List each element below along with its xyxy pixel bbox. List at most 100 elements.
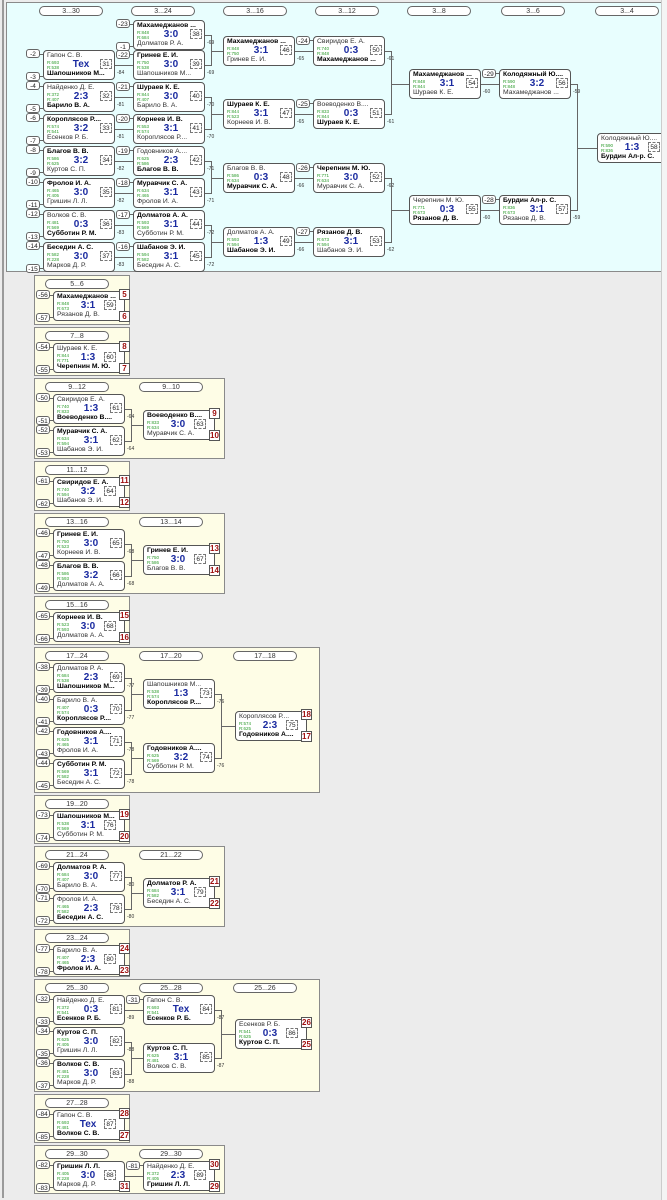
source-ref-1[interactable]: -17 (116, 210, 130, 219)
source-ref-2[interactable]: -39 (36, 685, 50, 694)
source-ref-1[interactable]: -8 (26, 145, 40, 154)
source-ref-2[interactable]: -11 (26, 200, 40, 209)
source-ref-1[interactable]: -40 (36, 694, 50, 703)
source-ref-2[interactable]: -13 (26, 232, 40, 241)
source-ref-1[interactable]: -31 (126, 995, 140, 1004)
source-ref-1[interactable]: -56 (36, 290, 50, 299)
source-ref-1[interactable]: -34 (36, 1026, 50, 1035)
source-ref-1[interactable]: -6 (26, 113, 40, 122)
source-ref-2[interactable]: -83 (36, 1183, 50, 1192)
source-ref-2[interactable]: -43 (36, 749, 50, 758)
source-ref-1[interactable]: -14 (26, 241, 40, 250)
source-ref-1[interactable]: -52 (36, 425, 50, 434)
source-ref-1[interactable]: -84 (36, 1109, 50, 1118)
source-ref-2[interactable]: -66 (36, 634, 50, 643)
source-ref-2[interactable]: -57 (36, 313, 50, 322)
source-ref-2[interactable]: -5 (26, 104, 40, 113)
source-ref-2[interactable]: -70 (36, 884, 50, 893)
source-ref-2[interactable]: -35 (36, 1049, 50, 1058)
source-ref-1[interactable]: -38 (36, 662, 50, 671)
source-ref-2[interactable]: -62 (36, 499, 50, 508)
source-ref-2[interactable]: -51 (36, 416, 50, 425)
source-ref-1[interactable]: -36 (36, 1058, 50, 1067)
source-ref-1[interactable]: -28 (482, 195, 496, 204)
source-ref-1[interactable]: -4 (26, 81, 40, 90)
source-ref-1[interactable]: -69 (36, 861, 50, 870)
source-ref-1[interactable]: -54 (36, 342, 50, 351)
source-ref-1[interactable]: -10 (26, 177, 40, 186)
source-ref-1[interactable]: -44 (36, 758, 50, 767)
source-ref-1[interactable]: -82 (36, 1160, 50, 1169)
source-ref-2[interactable]: -72 (36, 916, 50, 925)
source-ref-1[interactable]: -32 (36, 994, 50, 1003)
source-ref-1[interactable]: -46 (36, 528, 50, 537)
source-ref-1[interactable]: -50 (36, 393, 50, 402)
vertical-scrollbar[interactable] (661, 0, 667, 1200)
source-ref-2[interactable]: -49 (36, 583, 50, 592)
source-ref-2[interactable]: -7 (26, 136, 40, 145)
source-ref-2[interactable]: -47 (36, 551, 50, 560)
source-ref-1[interactable]: -19 (116, 146, 130, 155)
source-ref-2[interactable]: -53 (36, 448, 50, 457)
source-ref-1[interactable]: -71 (36, 893, 50, 902)
source-ref-1[interactable]: -29 (482, 69, 496, 78)
source-ref-1[interactable]: -18 (116, 178, 130, 187)
source-ref-2[interactable]: -85 (36, 1132, 50, 1141)
source-ref-2[interactable]: -37 (36, 1081, 50, 1090)
source-ref-1[interactable]: -12 (26, 209, 40, 218)
source-ref-1[interactable]: -23 (116, 19, 130, 28)
source-ref-1[interactable]: -42 (36, 726, 50, 735)
source-ref-1[interactable]: -16 (116, 242, 130, 251)
source-ref-1[interactable]: -48 (36, 560, 50, 569)
source-ref-1[interactable]: -22 (116, 50, 130, 59)
source-ref-1[interactable]: -26 (296, 163, 310, 172)
